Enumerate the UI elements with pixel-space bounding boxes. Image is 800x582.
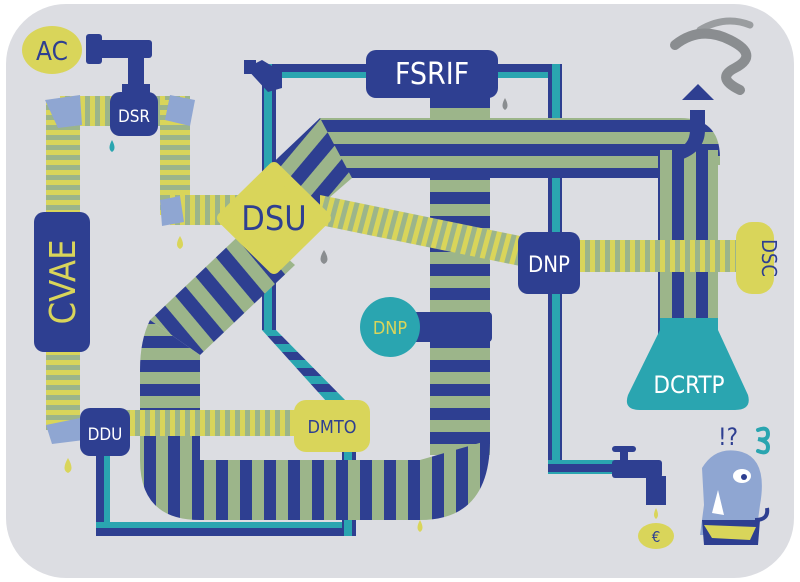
node-fsrif: FSRIF: [366, 50, 498, 98]
node-dnp-pump: DNP: [360, 297, 420, 357]
faucet-icon: [86, 34, 666, 505]
steam-smoke-icon: [670, 17, 754, 95]
node-dnp-pump-label: DNP: [373, 318, 408, 339]
euro-coin-icon: €: [638, 508, 674, 549]
node-dsr: DSR: [110, 92, 158, 136]
character-icon: !?: [700, 423, 771, 545]
node-dnp-junction: DNP: [518, 232, 580, 294]
node-ddu: DDU: [80, 408, 130, 456]
question-marks: !?: [718, 423, 738, 451]
node-dsu: DSU: [217, 162, 331, 274]
pipe-elbows: [45, 95, 195, 444]
chimney: [675, 84, 714, 160]
node-dsr-label: DSR: [118, 107, 150, 127]
node-cvae-label: CVAE: [43, 239, 84, 324]
node-dmto-label: DMTO: [307, 417, 356, 438]
euro-symbol: €: [652, 528, 661, 546]
node-fsrif-label: FSRIF: [395, 57, 469, 92]
node-dcrtp: DCRTP: [626, 318, 749, 410]
node-dsc: DSC: [736, 222, 781, 294]
node-dsu-label: DSU: [241, 199, 306, 239]
node-dmto: DMTO: [294, 400, 370, 452]
node-dsc-label: DSC: [757, 239, 781, 277]
node-ac-label: AC: [36, 37, 68, 67]
node-dnp-junction-label: DNP: [528, 253, 570, 278]
node-ddu-label: DDU: [88, 425, 123, 445]
drop-icon: [64, 98, 508, 532]
node-ac: AC: [22, 26, 82, 74]
node-dcrtp-label: DCRTP: [653, 371, 724, 399]
node-cvae: CVAE: [34, 212, 90, 352]
